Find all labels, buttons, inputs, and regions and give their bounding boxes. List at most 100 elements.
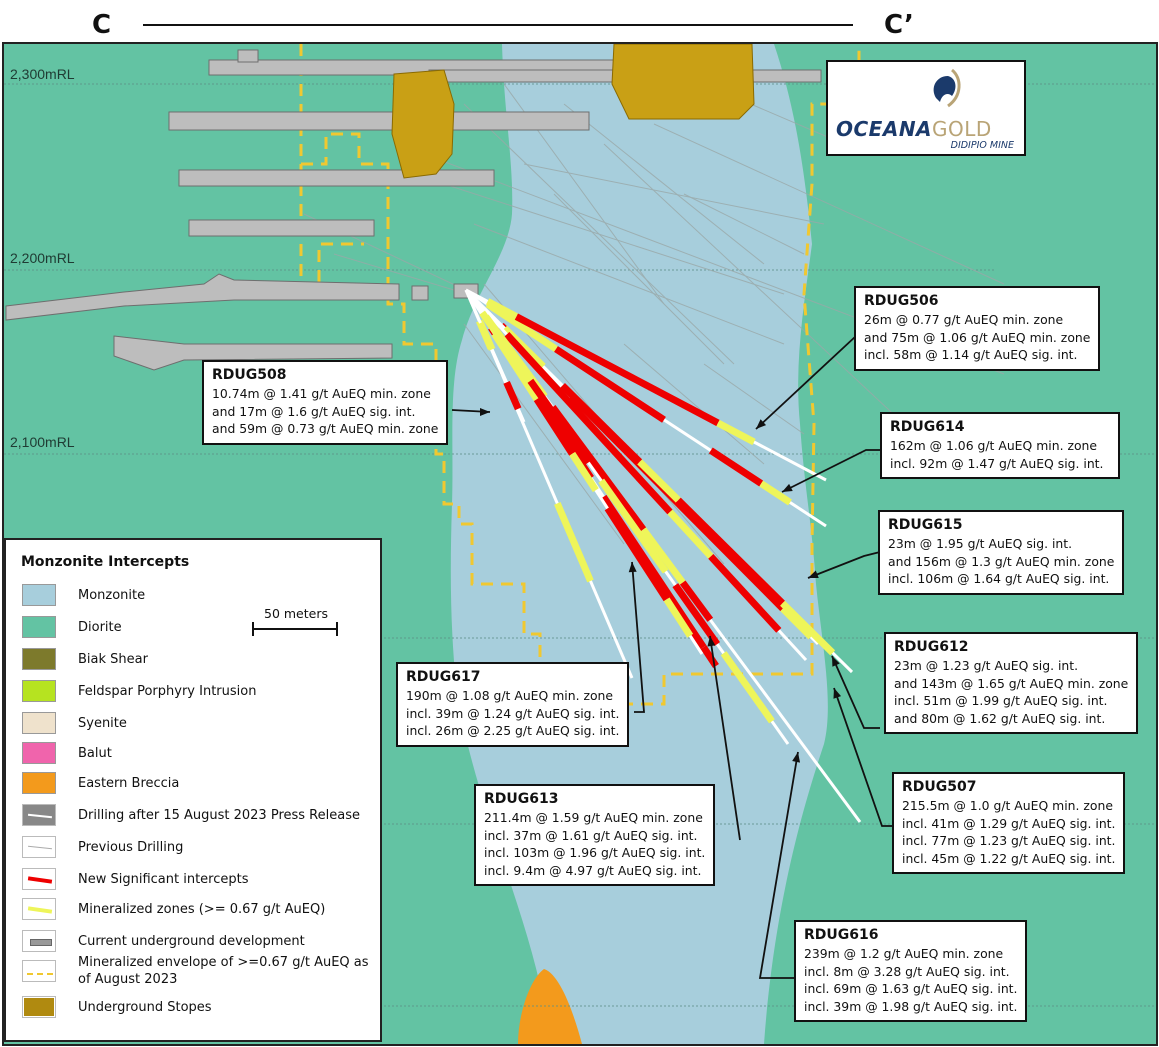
leader-rdug613 [709, 635, 741, 841]
significant-intercept-segment [514, 313, 720, 427]
legend-label: Drilling after 15 August 2023 Press Rele… [78, 808, 360, 823]
arrowhead-icon [756, 419, 767, 429]
significant-intercept-segment [554, 346, 666, 423]
legend-swatch-monzonite [22, 584, 56, 606]
underground-development [5, 49, 822, 371]
mineralized-zone-segment [477, 321, 496, 351]
callout-rdug612: RDUG612 23m @ 1.23 g/t AuEQ sig. int.and… [884, 632, 1139, 735]
significant-intercept-segment [527, 378, 592, 465]
legend-label: Previous Drilling [78, 840, 184, 855]
mineralized-zone-segment [759, 480, 792, 506]
significant-intercept-icon [22, 868, 56, 890]
mineralized-zone-segment [485, 301, 558, 352]
arrowhead-icon [628, 562, 637, 573]
legend-label: Balut [78, 746, 112, 761]
significant-intercept-segment [708, 554, 782, 633]
callout-title: RDUG614 [890, 419, 965, 435]
drive-2190 [5, 273, 400, 321]
legend-label: Underground Stopes [78, 1000, 212, 1015]
new-drilling-line-icon [22, 804, 56, 826]
leader-rdug614 [781, 449, 880, 493]
legend-item: New Significant intercepts [22, 868, 372, 892]
development-icon [22, 930, 56, 952]
drive-2210 [188, 219, 375, 237]
callout-title: RDUG615 [888, 517, 963, 533]
drive-2160 [113, 335, 393, 371]
callout-title: RDUG506 [864, 293, 939, 309]
callout-title: RDUG613 [484, 791, 559, 807]
callout-arrowheads [480, 408, 842, 763]
significant-intercept-segment [533, 397, 576, 456]
elevation-label-2100: 2,100mRL [10, 434, 75, 450]
legend-label: Syenite [78, 716, 127, 731]
legend-label: New Significant intercepts [78, 872, 249, 887]
legend-item: Previous Drilling [22, 836, 372, 860]
mineralized-zone-icon [22, 898, 56, 920]
legend-label: Feldspar Porphyry Intrusion [78, 684, 257, 699]
significant-intercept-segment [560, 383, 643, 465]
underground-stopes [391, 44, 755, 179]
leader-rdug616 [758, 751, 799, 979]
callout-rdug613: RDUG613 211.4m @ 1.59 g/t AuEQ min. zone… [474, 784, 716, 887]
legend-label: Diorite [78, 620, 122, 635]
leader-rdug507 [833, 687, 892, 827]
legend-item: Drilling after 15 August 2023 Press Rele… [22, 804, 372, 828]
mineralized-zone-segment [479, 310, 534, 383]
oceanagold-crescent-logo-icon [933, 68, 961, 108]
mineralized-zone-segment [667, 509, 714, 559]
mineralized-zone-segment [780, 600, 836, 656]
leader-rdug612 [831, 655, 880, 729]
arrowhead-icon [792, 752, 801, 763]
significant-intercept-segment [604, 506, 670, 602]
legend-item: Current underground development [22, 930, 372, 954]
callout-rdug615: RDUG615 23m @ 1.95 g/t AuEQ sig. int.and… [878, 510, 1125, 595]
legend-swatch-diorite [22, 616, 56, 638]
mineralized-zone-segment [663, 597, 694, 638]
mineralized-zone-segment [780, 606, 814, 640]
drive-2230 [178, 169, 495, 187]
leader-rdug506 [755, 335, 857, 430]
legend-swatch-eastern-breccia [22, 772, 56, 794]
legend-title: Monzonite Intercepts [21, 554, 190, 570]
legend-swatch-syenite [22, 712, 56, 734]
legend-label: Eastern Breccia [78, 776, 180, 791]
legend-item: Underground Stopes [22, 996, 372, 1020]
arrowhead-icon [480, 408, 490, 416]
legend-swatch-balut [22, 742, 56, 764]
mineralized-zone-segment [640, 527, 686, 585]
significant-intercept-segment [549, 404, 647, 532]
envelope-dashed-icon [22, 960, 56, 982]
legend-label: Mineralized zones (>= 0.67 g/t AuEQ) [78, 902, 326, 917]
arrowhead-icon [707, 636, 716, 647]
legend-item: Mineralized zones (>= 0.67 g/t AuEQ) [22, 898, 372, 922]
logo-wordmark: OCEANAGOLD [836, 117, 992, 141]
legend-item: Biak Shear [22, 648, 372, 672]
legend-label: Monzonite [78, 588, 146, 603]
legend-item: Diorite [22, 616, 372, 640]
callout-title: RDUG616 [804, 927, 879, 943]
legend-label: Biak Shear [78, 652, 148, 667]
oceanagold-logo: OCEANAGOLD DIDIPIO MINE [826, 60, 1026, 156]
legend: Monzonite Intercepts 50 meters Monzonite… [4, 538, 382, 1042]
legend-item: Monzonite [22, 584, 372, 608]
leader-rdug615 [807, 551, 881, 579]
elevation-label-2300: 2,300mRL [10, 66, 75, 82]
arrowhead-icon [832, 656, 840, 667]
significant-intercept-segment [672, 583, 721, 647]
callout-title: RDUG507 [902, 779, 977, 795]
section-label-right: C’ [884, 10, 914, 40]
callout-rdug508: RDUG508 10.74m @ 1.41 g/t AuEQ min. zone… [202, 360, 449, 445]
significant-intercept-segment [504, 332, 673, 515]
callout-title: RDUG617 [406, 669, 481, 685]
drillhole-traces [464, 288, 862, 823]
logo-subtitle: DIDIPIO MINE [950, 140, 1014, 151]
scale-bar-label: 50 meters [264, 606, 328, 621]
callout-leaders [451, 335, 892, 979]
drive-2260 [168, 111, 590, 131]
mineralized-zone-segment [720, 651, 775, 724]
legend-label: Mineralized envelope of >=0.67 g/t AuEQ … [78, 955, 369, 987]
significant-intercept-segment [503, 380, 522, 411]
